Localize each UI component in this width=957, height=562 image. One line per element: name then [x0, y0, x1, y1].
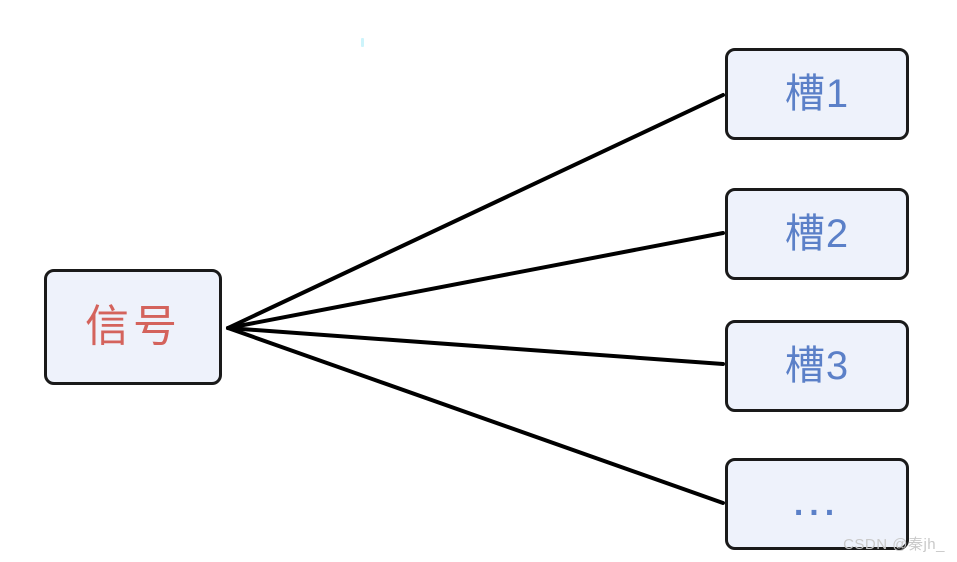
edge-signal-to-1 — [226, 93, 725, 330]
edge-signal-to-2 — [226, 231, 725, 330]
stray-speck — [361, 38, 364, 47]
edge-signal-to-3 — [226, 326, 725, 366]
node-slot-3-label: 槽3 — [784, 344, 850, 388]
node-slot-1[interactable]: 槽1 — [725, 48, 909, 140]
edge-signal-to-4 — [226, 326, 725, 505]
node-signal[interactable]: 信号 — [44, 269, 222, 385]
node-slot-1-label: 槽1 — [784, 72, 850, 116]
node-slot-2[interactable]: 槽2 — [725, 188, 909, 280]
node-slot-2-label: 槽2 — [784, 212, 850, 256]
node-slot-ellipsis-label: ... — [793, 485, 841, 523]
node-signal-label: 信号 — [85, 302, 181, 351]
node-slot-3[interactable]: 槽3 — [725, 320, 909, 412]
watermark-text: CSDN @秦jh_ — [843, 536, 945, 553]
node-slot-4[interactable]: ... — [725, 458, 909, 550]
